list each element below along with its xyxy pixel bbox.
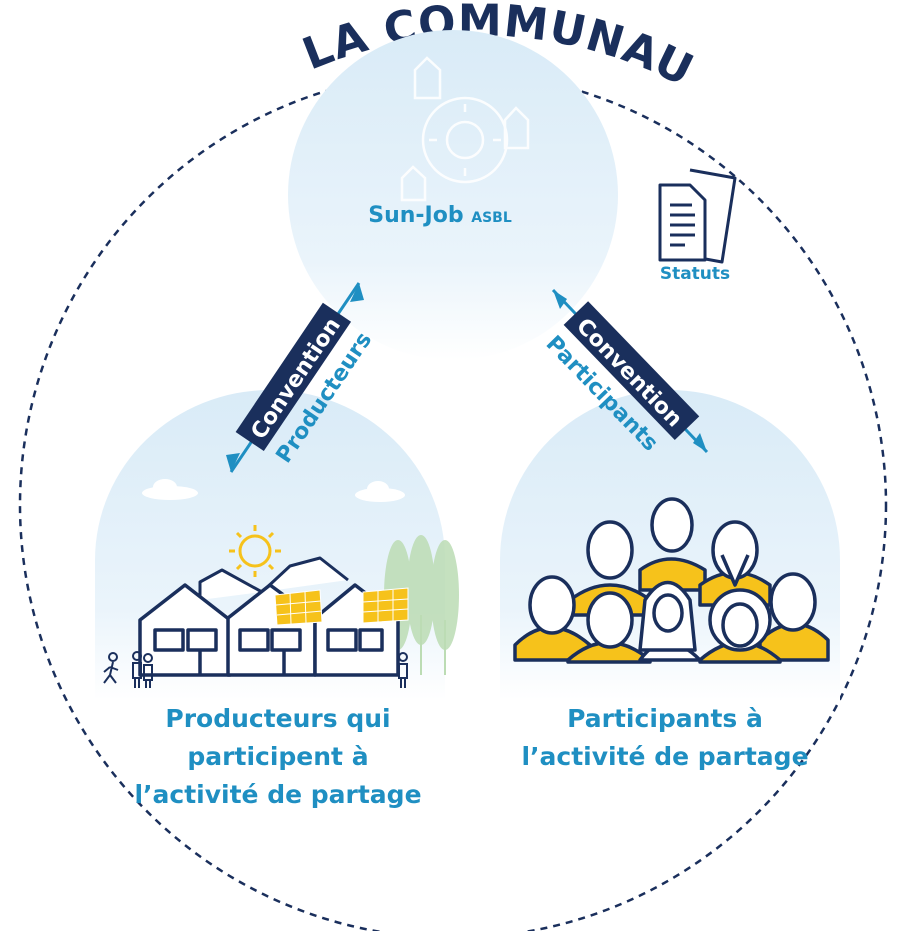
sun-icon xyxy=(229,525,281,577)
solar-hub-icon xyxy=(400,56,530,202)
house-icon xyxy=(138,583,400,677)
participants-group-label: Participants à l’activité de partage xyxy=(521,704,809,771)
hub-name: Sun-Job xyxy=(368,203,464,228)
producers-illustration xyxy=(103,525,459,688)
hub-suffix: ASBL xyxy=(471,210,512,226)
hub-label: Sun-Job ASBL xyxy=(320,203,560,228)
producers-group-label: Producteurs qui participent à l’activité… xyxy=(134,704,422,809)
statuts-label: Statuts xyxy=(659,264,731,284)
community-boundary xyxy=(18,70,888,931)
solar-panel-icon xyxy=(274,587,409,626)
participants-illustration xyxy=(513,497,830,664)
statuts-document-icon xyxy=(658,168,737,264)
hub-sky-bubble xyxy=(288,30,618,360)
people-icon xyxy=(103,651,408,688)
cloud-icon xyxy=(142,479,405,502)
